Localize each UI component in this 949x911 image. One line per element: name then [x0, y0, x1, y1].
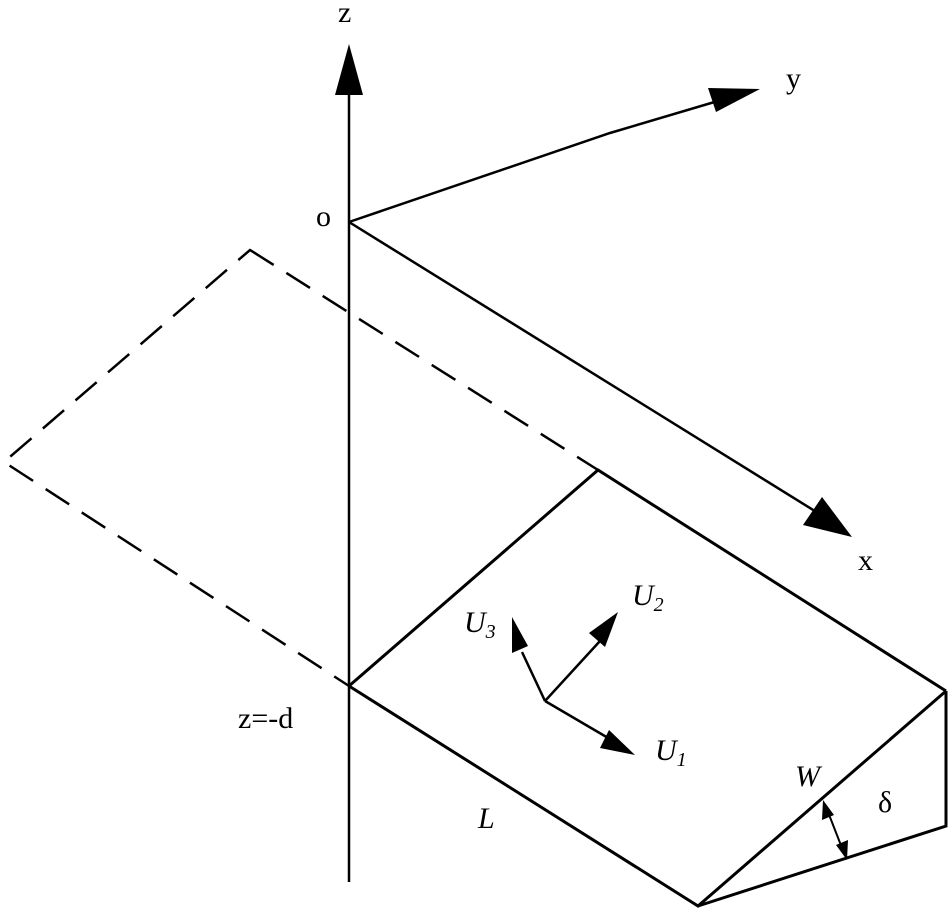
u3-label: U3 [464, 606, 496, 643]
wedge-side [697, 691, 948, 908]
delta-arrowhead-top [822, 800, 834, 820]
u1-vector-line [544, 699, 616, 744]
u3-vector-line [520, 651, 547, 702]
projection-plane-dashed [1, 248, 601, 688]
axis-arrowheads [335, 44, 852, 537]
delta-label: δ [878, 786, 892, 819]
fault-wedge [348, 468, 948, 908]
length-label: L [477, 802, 495, 835]
y-arrowhead [708, 88, 760, 112]
origin-label: o [316, 200, 331, 233]
y-axis-label: y [786, 62, 801, 95]
x-axis-line [348, 220, 819, 515]
slip-vectors [520, 640, 616, 744]
x-arrowhead [803, 497, 852, 537]
delta-arrowhead-bottom [836, 840, 848, 860]
width-label: W [795, 760, 823, 793]
u2-arrowhead [589, 612, 618, 647]
y-axis-line [348, 96, 729, 224]
x-axis-label: x [858, 544, 873, 577]
z-arrowhead [335, 44, 363, 95]
axes [347, 82, 819, 882]
u2-label: U2 [632, 579, 664, 616]
u2-vector-line [544, 640, 601, 702]
slip-arrowheads [512, 612, 635, 755]
u3-arrowhead [512, 617, 528, 653]
u1-label: U1 [655, 734, 687, 771]
u1-arrowhead [600, 730, 635, 755]
fault-bottom-edge [348, 684, 947, 908]
fault-top-edge [348, 468, 947, 693]
delta-dimension [822, 800, 848, 860]
depth-label: z=-d [238, 702, 293, 735]
z-axis-label: z [338, 0, 351, 29]
delta-arrow-line [827, 811, 843, 849]
